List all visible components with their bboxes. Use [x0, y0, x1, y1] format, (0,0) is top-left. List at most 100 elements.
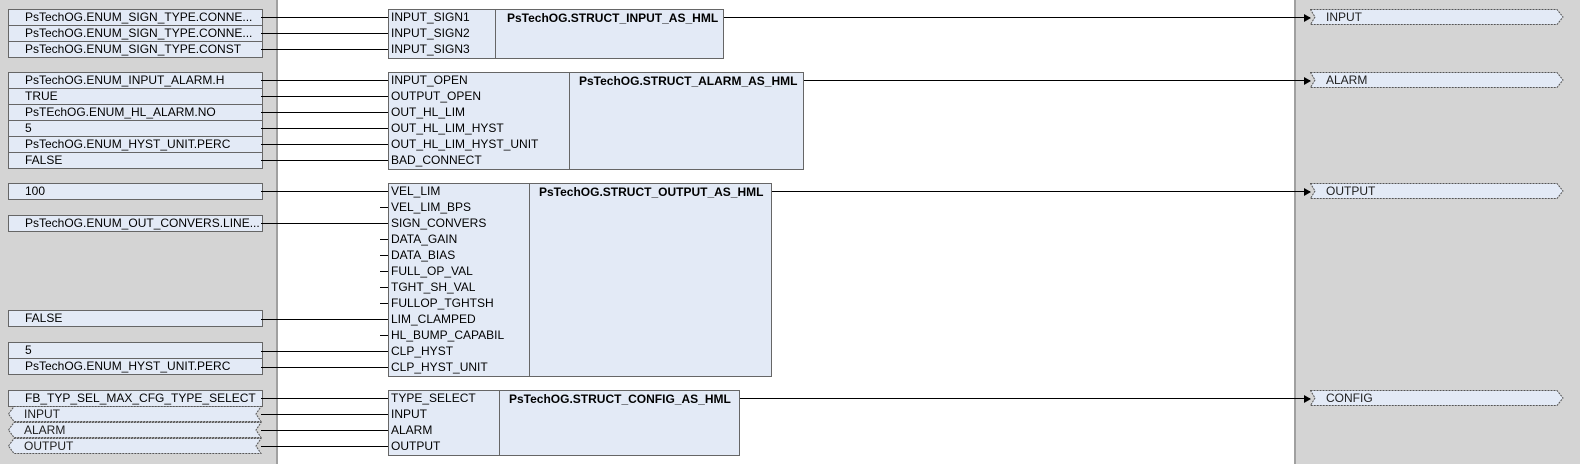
input-connector-input[interactable]: INPUT — [8, 406, 262, 422]
connector-label: OUTPUT — [24, 439, 74, 453]
wire — [380, 239, 388, 240]
input-constant-box[interactable]: PsTechOG.ENUM_SIGN_TYPE.CONNE... — [8, 9, 263, 26]
connector-shape — [8, 422, 262, 438]
input-constant-box[interactable]: PsTechOG.ENUM_INPUT_ALARM.H — [8, 72, 263, 89]
input-pin[interactable]: OUT_HL_LIM_HYST_UNIT — [391, 137, 539, 151]
input-connector-alarm[interactable]: ALARM — [8, 422, 262, 438]
input-constant-box[interactable]: PsTechOG.ENUM_HYST_UNIT.PERC — [8, 136, 263, 153]
wire — [740, 398, 1310, 399]
input-pin[interactable]: INPUT_SIGN2 — [391, 26, 470, 40]
wire — [261, 430, 388, 431]
wire — [261, 319, 388, 320]
wire — [261, 80, 388, 81]
input-constant-box[interactable]: FALSE — [8, 310, 263, 327]
wire — [261, 96, 388, 97]
input-pin[interactable]: DATA_BIAS — [391, 248, 456, 262]
input-pin[interactable]: DATA_GAIN — [391, 232, 458, 246]
output-connector-alarm[interactable]: ALARM — [1310, 72, 1564, 88]
input-pin[interactable]: OUT_HL_LIM — [391, 105, 466, 119]
wire — [261, 351, 388, 352]
wire — [261, 17, 388, 18]
function-block[interactable]: PsTechOG.STRUCT_ALARM_AS_HML INPUT_OPEN OU… — [388, 72, 804, 170]
wire — [261, 446, 388, 447]
wire — [261, 33, 388, 34]
connector-shape — [1310, 9, 1564, 25]
output-connector-output[interactable]: OUTPUT — [1310, 183, 1564, 199]
connector-shape — [8, 406, 262, 422]
wire — [380, 255, 388, 256]
block-title: PsTechOG.STRUCT_CONFIG_AS_HML — [509, 392, 731, 406]
connector-label: ALARM — [24, 423, 66, 437]
function-block[interactable]: PsTechOG.STRUCT_CONFIG_AS_HML TYPE_SELECT… — [388, 390, 740, 456]
wire — [261, 191, 388, 192]
input-pin[interactable]: OUTPUT — [391, 439, 441, 453]
input-constant-box[interactable]: PsTEchOG.ENUM_HL_ALARM.NO — [8, 104, 263, 121]
input-connector-output[interactable]: OUTPUT — [8, 438, 262, 454]
wire — [724, 17, 1310, 18]
wire — [261, 112, 388, 113]
input-constant-box[interactable]: 5 — [8, 120, 263, 137]
input-constant-box[interactable]: 100 — [8, 183, 263, 200]
input-pin[interactable]: INPUT_SIGN3 — [391, 42, 470, 56]
pin-column — [389, 73, 570, 169]
input-constant-box[interactable]: FALSE — [8, 152, 263, 169]
input-pin[interactable]: CLP_HYST_UNIT — [391, 360, 488, 374]
wire — [261, 398, 388, 399]
arrow-icon — [1304, 395, 1311, 403]
input-constant-box[interactable]: TRUE — [8, 88, 263, 105]
input-pin[interactable]: INPUT_OPEN — [391, 73, 468, 87]
output-connector-config[interactable]: CONFIG — [1310, 390, 1564, 406]
arrow-icon — [1304, 77, 1311, 85]
input-constant-box[interactable]: PsTechOG.ENUM_SIGN_TYPE.CONNE... — [8, 25, 263, 42]
arrow-icon — [1304, 188, 1311, 196]
wire — [380, 303, 388, 304]
input-constant-box[interactable]: PsTechOG.ENUM_SIGN_TYPE.CONST — [8, 41, 263, 58]
wire — [261, 414, 388, 415]
function-block[interactable]: PsTechOG.STRUCT_OUTPUT_AS_HML VEL_LIM VEL_… — [388, 183, 772, 377]
wire — [261, 367, 388, 368]
connector-shape — [1310, 390, 1564, 406]
input-pin[interactable]: SIGN_CONVERS — [391, 216, 487, 230]
connector-label: INPUT — [24, 407, 60, 421]
input-constant-box[interactable]: PsTechOG.ENUM_OUT_CONVERS.LINE... — [8, 215, 263, 232]
output-connector-input[interactable]: INPUT — [1310, 9, 1564, 25]
input-pin[interactable]: TGHT_SH_VAL — [391, 280, 476, 294]
wire — [804, 80, 1310, 81]
wire — [380, 335, 388, 336]
wire — [261, 144, 388, 145]
input-pin[interactable]: VEL_LIM_BPS — [391, 200, 472, 214]
wire — [772, 191, 1310, 192]
arrow-icon — [1304, 14, 1311, 22]
connector-shape — [8, 438, 262, 454]
connector-shape — [1310, 72, 1564, 88]
input-constant-box[interactable]: 5 — [8, 342, 263, 359]
input-pin[interactable]: OUT_HL_LIM_HYST — [391, 121, 504, 135]
block-title: PsTechOG.STRUCT_OUTPUT_AS_HML — [539, 185, 764, 199]
input-pin[interactable]: HL_BUMP_CAPABIL — [391, 328, 505, 342]
pin-column — [389, 184, 530, 376]
input-pin[interactable]: FULL_OP_VAL — [391, 264, 473, 278]
connector-label: CONFIG — [1326, 391, 1373, 405]
input-pin[interactable]: INPUT — [391, 407, 427, 421]
input-pin[interactable]: ALARM — [391, 423, 433, 437]
input-pin[interactable]: OUTPUT_OPEN — [391, 89, 482, 103]
wire — [261, 49, 388, 50]
connector-shape — [1310, 183, 1564, 199]
input-pin[interactable]: INPUT_SIGN1 — [391, 10, 470, 24]
input-constant-box[interactable]: PsTechOG.ENUM_HYST_UNIT.PERC — [8, 358, 263, 375]
connector-label: ALARM — [1326, 73, 1368, 87]
connector-label: INPUT — [1326, 10, 1362, 24]
input-pin[interactable]: CLP_HYST — [391, 344, 454, 358]
pin-column — [389, 10, 496, 58]
input-pin[interactable]: FULLOP_TGHTSH — [391, 296, 494, 310]
input-constant-box[interactable]: FB_TYP_SEL_MAX_CFG_TYPE_SELECT — [8, 390, 263, 407]
input-pin[interactable]: TYPE_SELECT — [391, 391, 476, 405]
wire — [380, 271, 388, 272]
wire — [261, 223, 388, 224]
block-title: PsTechOG.STRUCT_ALARM_AS_HML — [579, 74, 798, 88]
input-pin[interactable]: VEL_LIM — [391, 184, 441, 198]
input-pin[interactable]: BAD_CONNECT — [391, 153, 482, 167]
input-pin[interactable]: LIM_CLAMPED — [391, 312, 476, 326]
connector-label: OUTPUT — [1326, 184, 1376, 198]
